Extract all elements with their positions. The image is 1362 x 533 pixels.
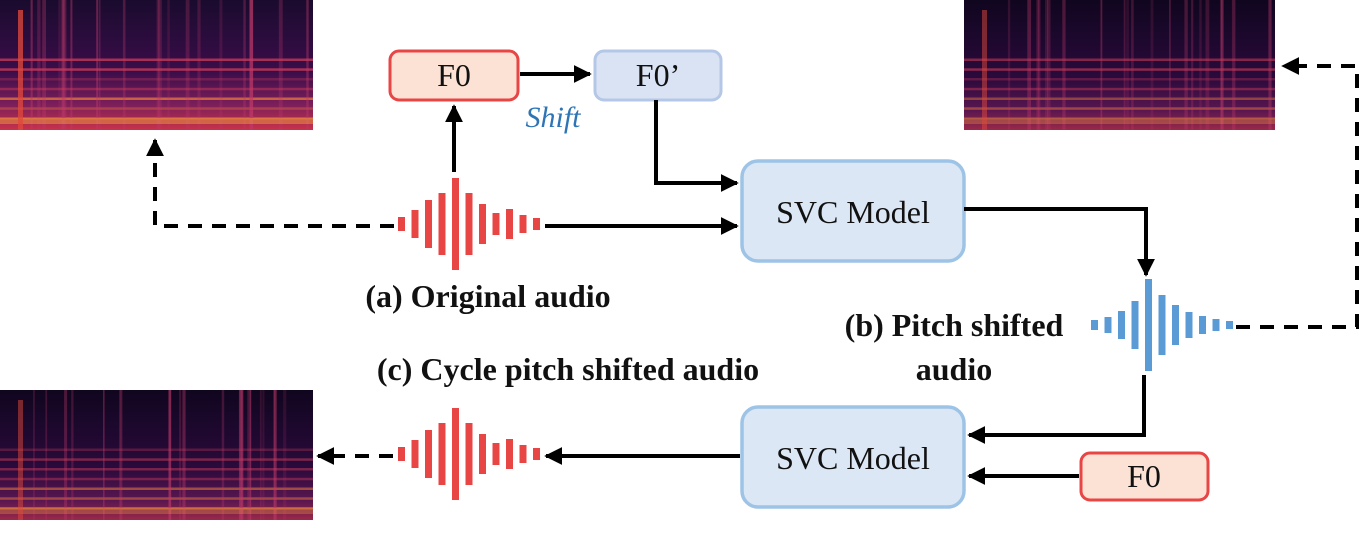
waveform-bar <box>1185 312 1193 338</box>
waveform-bar <box>1158 295 1166 355</box>
f0-box-bottom-label: F0 <box>1127 458 1161 494</box>
waveform-bar <box>533 448 540 460</box>
arrow-svc-to-pitch-shifted <box>964 207 1155 277</box>
spectrogram-cycle-shifted <box>0 390 313 520</box>
waveform-bar <box>506 439 513 469</box>
f0-box-top-label: F0 <box>437 57 471 93</box>
cycle-shifted-audio-waveform-icon <box>398 408 540 500</box>
waveform-bar <box>452 408 459 500</box>
svc-model-bottom-label: SVC Model <box>776 440 930 476</box>
spectrogram-original <box>0 0 313 130</box>
dashed-arrows <box>146 57 1359 465</box>
waveform-bar <box>519 445 527 463</box>
pitch-shifted-label-line2: audio <box>916 351 992 387</box>
original-audio-label: (a) Original audio <box>365 278 610 314</box>
waveform-bar <box>1104 317 1112 333</box>
pitch-shifted-audio-waveform-icon <box>1091 279 1233 371</box>
f0-shifted-box-label: F0’ <box>636 57 680 93</box>
waveform-bar <box>1091 320 1098 330</box>
svc-model-box-top: SVC Model <box>740 159 966 263</box>
waveform-bar <box>1199 316 1206 334</box>
solid-arrows <box>445 65 1155 485</box>
f0-shifted-box: F0’ <box>593 49 723 102</box>
waveform-bar <box>1212 319 1220 331</box>
waveform-bar <box>1172 305 1179 345</box>
waveform-bar <box>1118 311 1125 339</box>
waveform-bar <box>1145 279 1152 371</box>
waveform-bar <box>438 193 446 255</box>
shift-label: Shift <box>525 101 581 134</box>
waveform-bar <box>492 443 500 465</box>
waveform-bar <box>479 204 486 244</box>
svc-model-top-label: SVC Model <box>776 194 930 230</box>
waveform-bar <box>479 434 486 474</box>
waveform-bar <box>465 423 473 485</box>
waveform-bar <box>533 218 540 230</box>
waveform-bar <box>519 215 527 233</box>
waveform-bar <box>438 423 446 485</box>
waveform-bar <box>411 440 419 468</box>
waveform-bar <box>398 217 405 231</box>
dashed-arrow-to-shifted-spectrogram <box>1236 57 1359 329</box>
waveform-bar <box>411 210 419 238</box>
waveform-bar <box>425 200 432 248</box>
waveform-bar <box>452 178 459 270</box>
cycle-pitch-shifted-label: (c) Cycle pitch shifted audio <box>377 351 759 387</box>
waveform-bar <box>1226 321 1233 329</box>
waveform-bar <box>1131 301 1139 349</box>
pitch-shifted-label-line1: (b) Pitch shifted <box>845 307 1064 343</box>
waveform-bar <box>465 193 473 255</box>
svc-model-box-bottom: SVC Model <box>740 405 966 509</box>
waveform-bar <box>425 430 432 478</box>
f0-box-top: F0 <box>388 49 520 102</box>
dashed-arrow-to-original-spectrogram <box>146 138 394 228</box>
waveform-bar <box>492 213 500 235</box>
original-audio-waveform-icon <box>398 178 540 270</box>
waveform-bar <box>398 447 405 461</box>
waveform-bar <box>506 209 513 239</box>
arrow-pitch-shifted-to-svc-bottom <box>967 375 1146 444</box>
spectrogram-pitch-shifted <box>964 0 1275 130</box>
f0-box-bottom: F0 <box>1079 451 1210 502</box>
arrow-f0-shifted-to-svc <box>654 100 739 192</box>
